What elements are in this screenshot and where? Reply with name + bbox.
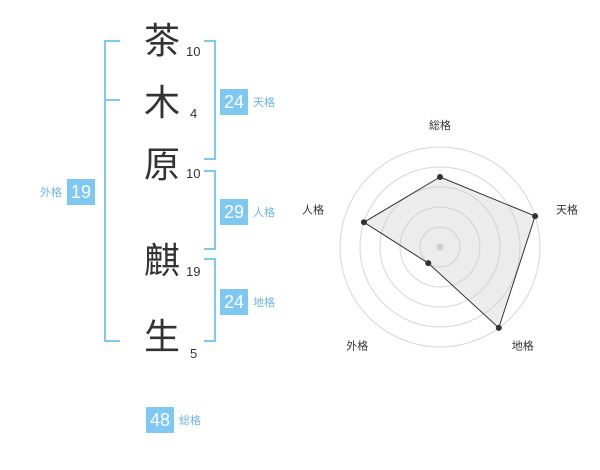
name-char-4: 麒 — [143, 241, 180, 282]
chikaku-badge: 24 地格 — [220, 289, 280, 315]
name-char-2: 木 — [143, 83, 180, 124]
radar-axis-label-2: 天格 — [556, 202, 578, 216]
radar-grid-ring-2 — [399, 206, 481, 288]
radar-grid-ring-3 — [379, 186, 501, 308]
radar-grid-ring-1 — [419, 226, 461, 268]
radar-point-3 — [495, 324, 502, 331]
stroke-count-2: 4 — [190, 106, 198, 121]
radar-series-polygon — [362, 176, 536, 329]
soukaku-value: 48 — [146, 407, 175, 433]
soukaku-badge: 48 総格 — [146, 407, 206, 433]
radar-center-marker — [436, 243, 444, 251]
jinkaku-label: 人格 — [253, 206, 276, 219]
stroke-count-3: 10 — [186, 166, 201, 181]
stroke-count-5: 5 — [190, 346, 198, 361]
jinkaku-badge: 29 人格 — [220, 199, 280, 225]
soukaku-label: 総格 — [179, 414, 202, 427]
gaikaku-label: 外格 — [40, 186, 62, 199]
radar-point-2 — [532, 213, 539, 220]
radar-axis-label-3: 地格 — [512, 339, 534, 353]
stroke-count-4: 19 — [186, 264, 201, 279]
chikaku-bracket — [204, 258, 216, 342]
name-char-1: 茶 — [143, 21, 180, 62]
name-char-3: 原 — [143, 145, 180, 186]
radar-point-1 — [437, 174, 443, 180]
stroke-count-1: 10 — [186, 44, 201, 59]
radar-grid-ring-4 — [359, 166, 521, 328]
radar-axis-label-1: 総格 — [429, 118, 451, 132]
radar-axis-label-5: 人格 — [302, 202, 324, 216]
jinkaku-value: 29 — [220, 199, 249, 225]
name-char-5: 生 — [143, 317, 180, 358]
gaikaku-bracket-tick — [104, 99, 120, 101]
chikaku-label: 地格 — [253, 296, 276, 309]
radar-axis-label-4: 外格 — [346, 339, 368, 353]
tenkaku-badge: 24 天格 — [220, 89, 280, 115]
gaikaku-badge: 19 外格 — [35, 179, 96, 205]
gaikaku-bracket — [104, 40, 120, 342]
chikaku-value: 24 — [220, 289, 249, 315]
gaikaku-value: 19 — [67, 179, 96, 205]
jinkaku-bracket — [204, 170, 216, 250]
radar-point-5 — [360, 219, 367, 226]
tenkaku-value: 24 — [220, 89, 249, 115]
tenkaku-bracket — [204, 40, 216, 160]
radar-point-4 — [425, 260, 432, 267]
tenkaku-label: 天格 — [253, 96, 276, 109]
